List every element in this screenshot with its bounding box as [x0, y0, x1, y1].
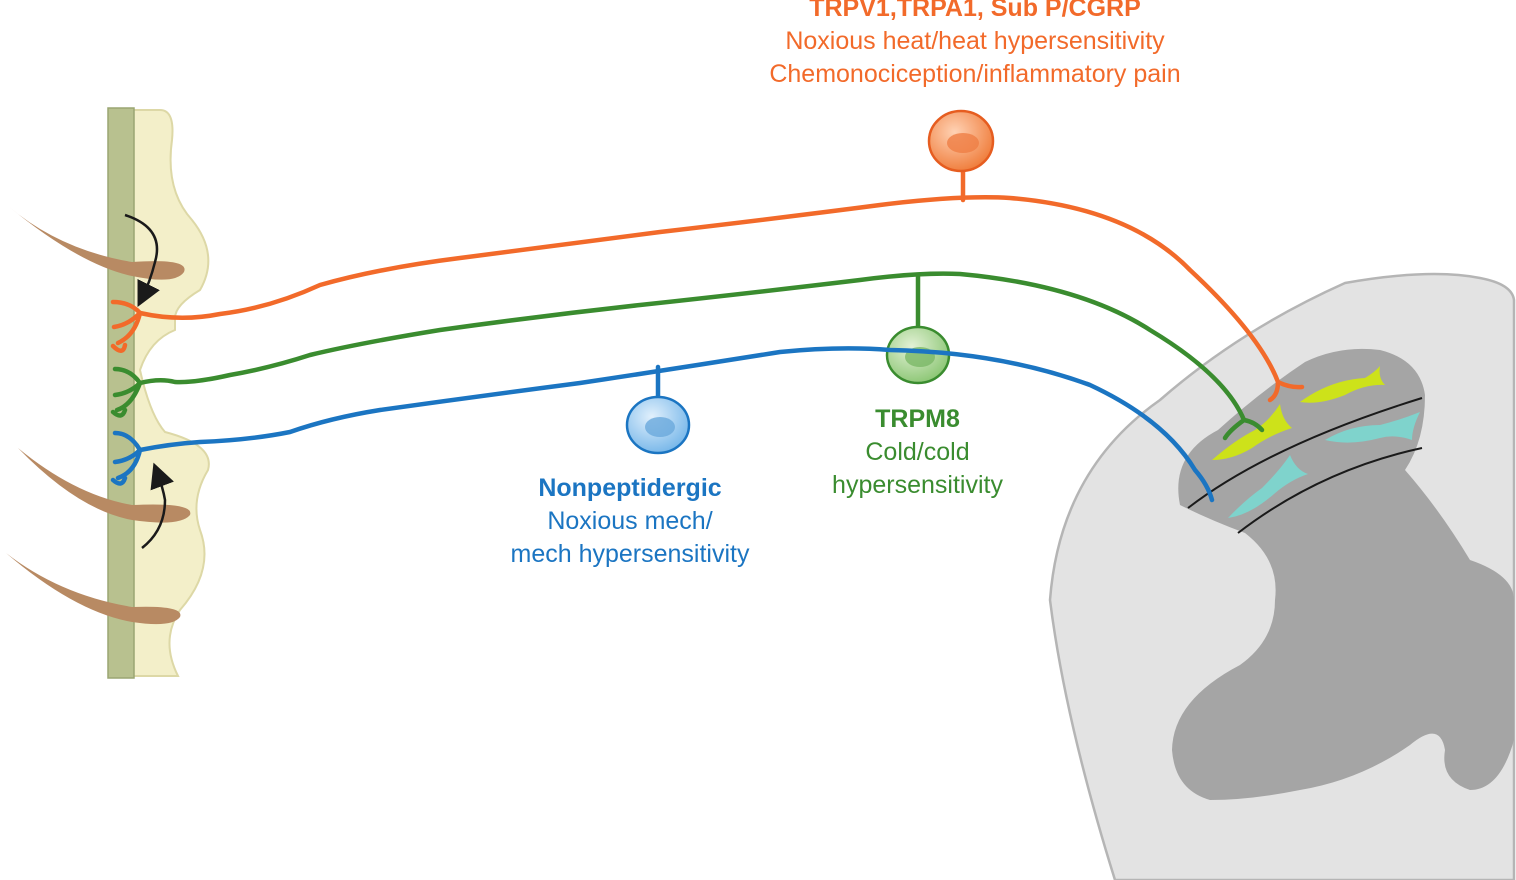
orange-terminal — [110, 299, 144, 353]
green-fiber-function-1: Cold/cold — [865, 438, 970, 466]
neuron-cyan — [1228, 455, 1308, 518]
neuron-yellow — [1300, 366, 1385, 403]
dorsal-horn-neurons — [1212, 366, 1420, 518]
laminae-boundary — [1237, 447, 1423, 534]
orange-fiber-function-2: Chemonociception/inflammatory pain — [769, 60, 1181, 88]
orange-fiber-label: TRPV1,TRPA1, Sub P/CGRP Noxious heat/hea… — [680, 0, 1270, 91]
green-terminal — [110, 366, 143, 418]
blue-fiber-function-2: mech hypersensitivity — [510, 540, 750, 568]
spinal-cord — [1048, 272, 1516, 880]
dorsal-horn-gray-matter — [1172, 348, 1514, 800]
hair-follicles — [6, 206, 191, 625]
orange-neuron-nucleus — [947, 133, 979, 153]
hair-follicle — [18, 448, 191, 523]
blue-fiber — [110, 346, 1215, 503]
blue-fiber-title: Nonpeptidergic — [538, 474, 722, 502]
hair-follicle — [8, 206, 185, 280]
blue-fiber-label: Nonpeptidergic Noxious mech/ mech hypers… — [470, 472, 790, 571]
blue-fiber-function-1: Noxious mech/ — [547, 507, 713, 535]
movement-arrows — [124, 213, 174, 549]
arrow-icon — [141, 462, 174, 549]
orange-fiber-title: TRPV1,TRPA1, Sub P/CGRP — [809, 0, 1141, 22]
dermis — [127, 109, 210, 677]
green-fiber — [110, 271, 1265, 441]
orange-axon — [137, 195, 1281, 385]
green-central-terminal — [1222, 417, 1265, 441]
green-fiber-function-2: hypersensitivity — [832, 471, 1003, 499]
blue-axon — [137, 346, 1215, 503]
orange-central-terminal — [1267, 379, 1305, 403]
orange-fiber — [110, 165, 1305, 403]
skin — [107, 107, 210, 679]
neuron-yellow — [1212, 404, 1292, 460]
green-fiber-title: TRPM8 — [875, 405, 960, 433]
arrow-icon — [124, 213, 160, 307]
blue-neuron-nucleus — [645, 417, 675, 437]
green-fiber-label: TRPM8 Cold/cold hypersensitivity — [800, 403, 1035, 502]
hair-follicle — [6, 553, 181, 625]
orange-fiber-function-1: Noxious heat/heat hypersensitivity — [785, 27, 1165, 55]
green-axon — [137, 271, 1247, 423]
neuron-cyan — [1325, 412, 1420, 443]
blue-terminal — [110, 430, 143, 486]
